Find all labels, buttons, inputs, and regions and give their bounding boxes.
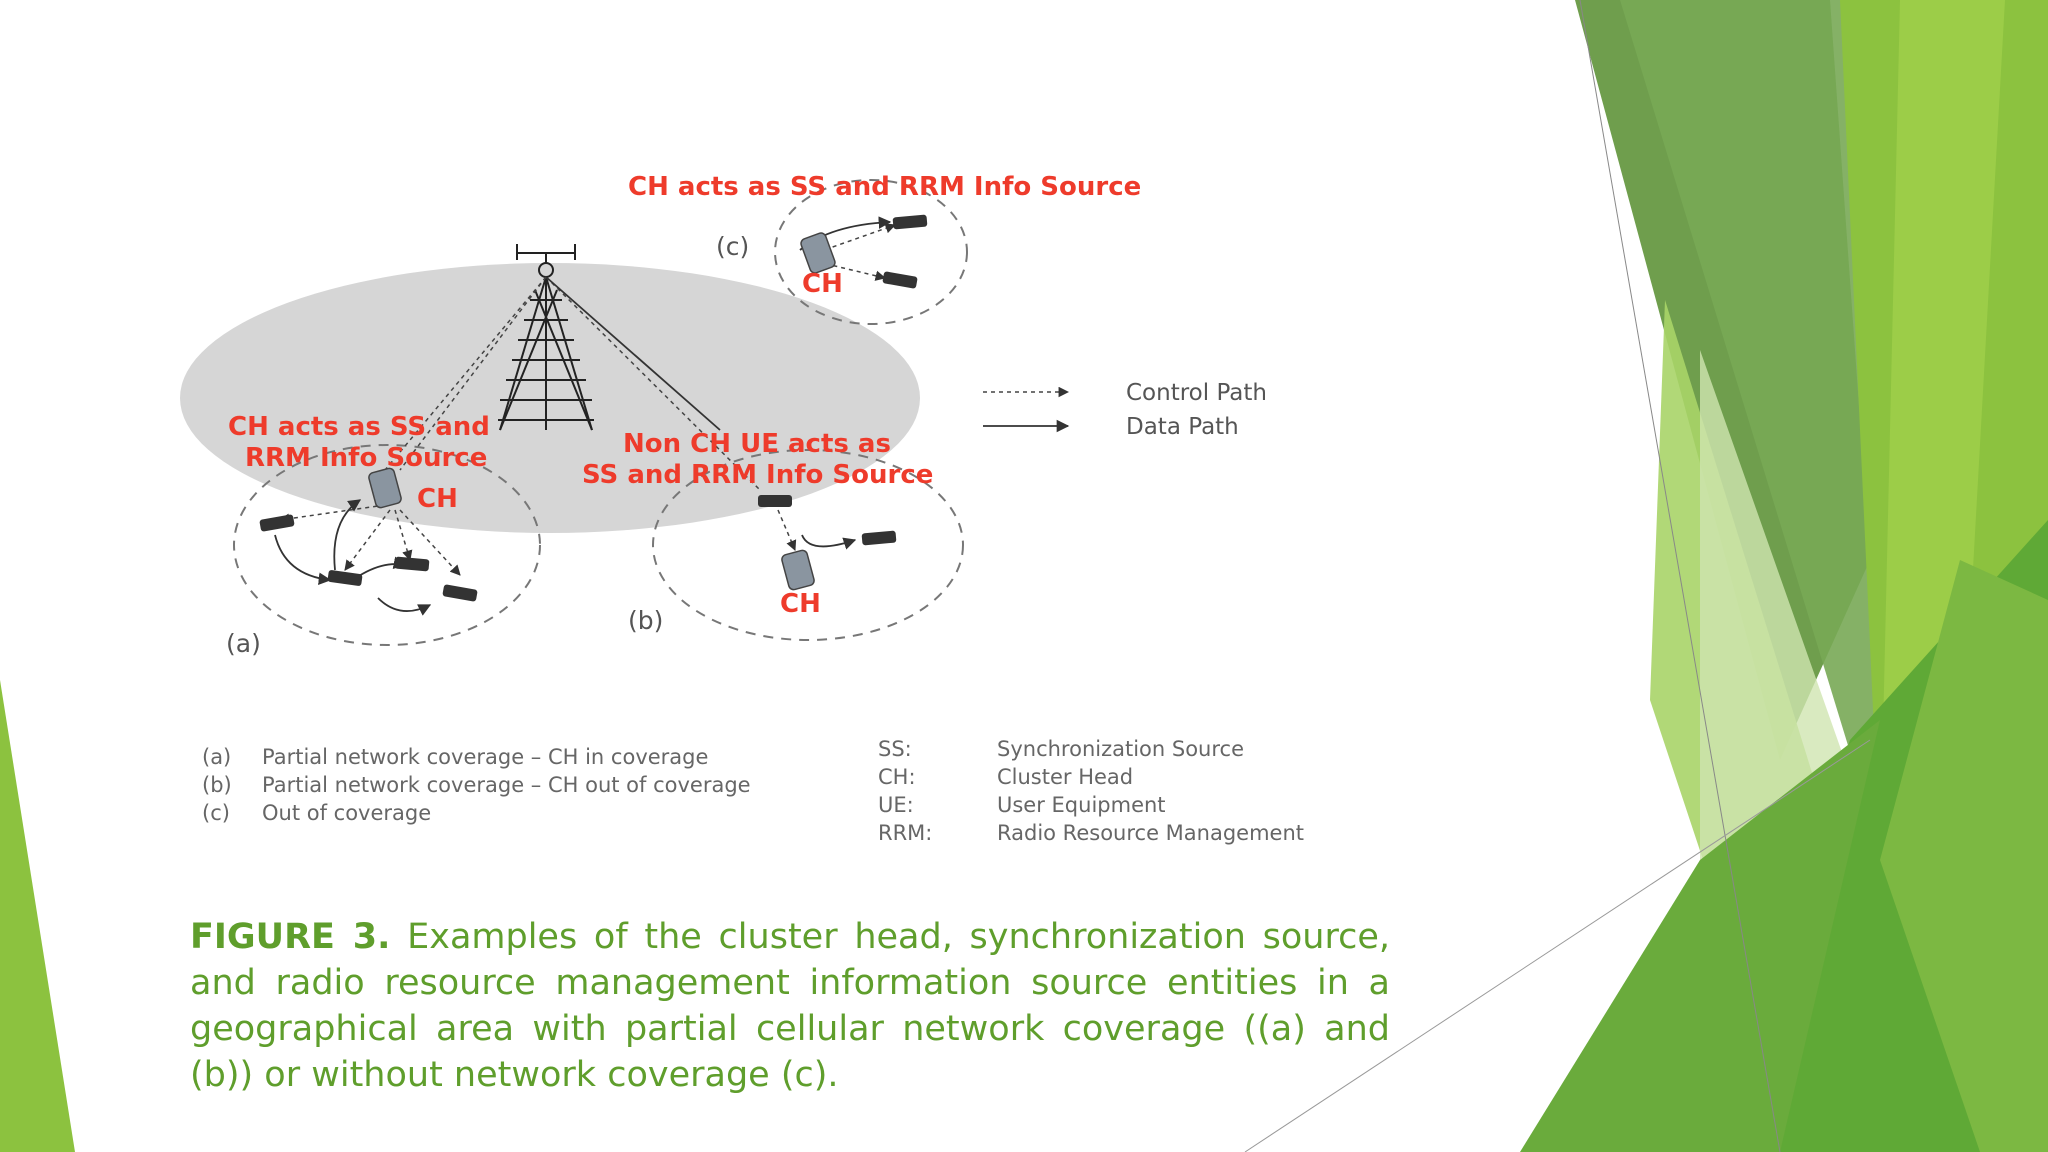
abbreviation-key: SS: Synchronization Source CH: Cluster H… [878, 737, 1304, 845]
tag-b: (b) [628, 606, 663, 635]
cluster-head-handsets [368, 232, 836, 591]
handset-icon [781, 549, 815, 591]
device-icon [259, 514, 295, 532]
ue-devices [259, 214, 928, 602]
caption-title: FIGURE 3. [190, 917, 391, 957]
scenario-text: Partial network coverage – CH in coverag… [262, 745, 708, 769]
abbr-term: UE: [878, 793, 914, 817]
legend-data-path: Data Path [1126, 414, 1239, 440]
legend-control-path: Control Path [1126, 380, 1267, 406]
device-icon [442, 584, 478, 602]
abbr-term: SS: [878, 737, 912, 761]
ch-label-a: CH [417, 484, 458, 514]
coverage-area [180, 263, 920, 533]
scenario-text: Out of coverage [262, 801, 431, 825]
cluster-a-boundary [233, 444, 541, 646]
cluster-c-title: CH acts as SS and RRM Info Source [628, 172, 1141, 202]
device-icon [892, 214, 928, 230]
device-icon [394, 556, 430, 572]
scenario-tag: (b) [202, 773, 232, 797]
cluster-b-boundary [652, 449, 964, 641]
caption-text: Examples of the cluster head, synchroniz… [190, 917, 1390, 1095]
abbr-term: RRM: [878, 821, 932, 845]
tag-c: (c) [716, 232, 749, 261]
handset-icon [800, 232, 836, 274]
control-paths [278, 223, 896, 576]
right-decoration [1244, 0, 2048, 1152]
cluster-c-boundary [774, 179, 968, 325]
abbr-definition: Synchronization Source [997, 737, 1244, 761]
device-icon [327, 570, 363, 586]
ch-label-b: CH [780, 589, 821, 619]
ch-label-c: CH [802, 269, 843, 299]
base-station-tower-icon [498, 244, 594, 431]
cluster-a-title-line1: CH acts as SS and [228, 412, 490, 442]
left-decoration [0, 680, 75, 1152]
scenario-text: Partial network coverage – CH out of cov… [262, 773, 751, 797]
handset-icon [368, 467, 402, 509]
device-icon [861, 530, 897, 546]
device-icon [882, 271, 918, 289]
cluster-b-title-line2: SS and RRM Info Source [582, 460, 933, 490]
abbr-definition: Cluster Head [997, 765, 1133, 789]
figure-caption: FIGURE 3. Examples of the cluster head, … [190, 914, 1390, 1098]
scenario-tag: (a) [202, 745, 231, 769]
cluster-b-title-line1: Non CH UE acts as [623, 429, 891, 459]
tag-a: (a) [226, 629, 261, 658]
scenario-tag: (c) [202, 801, 230, 825]
path-legend: Control Path Data Path [983, 380, 1267, 440]
scenario-key: (a) Partial network coverage – CH in cov… [202, 745, 751, 825]
abbr-term: CH: [878, 765, 916, 789]
device-icon [758, 495, 792, 507]
cluster-a-title-line2: RRM Info Source [245, 443, 487, 473]
abbr-definition: User Equipment [997, 793, 1166, 817]
abbr-definition: Radio Resource Management [997, 821, 1304, 845]
